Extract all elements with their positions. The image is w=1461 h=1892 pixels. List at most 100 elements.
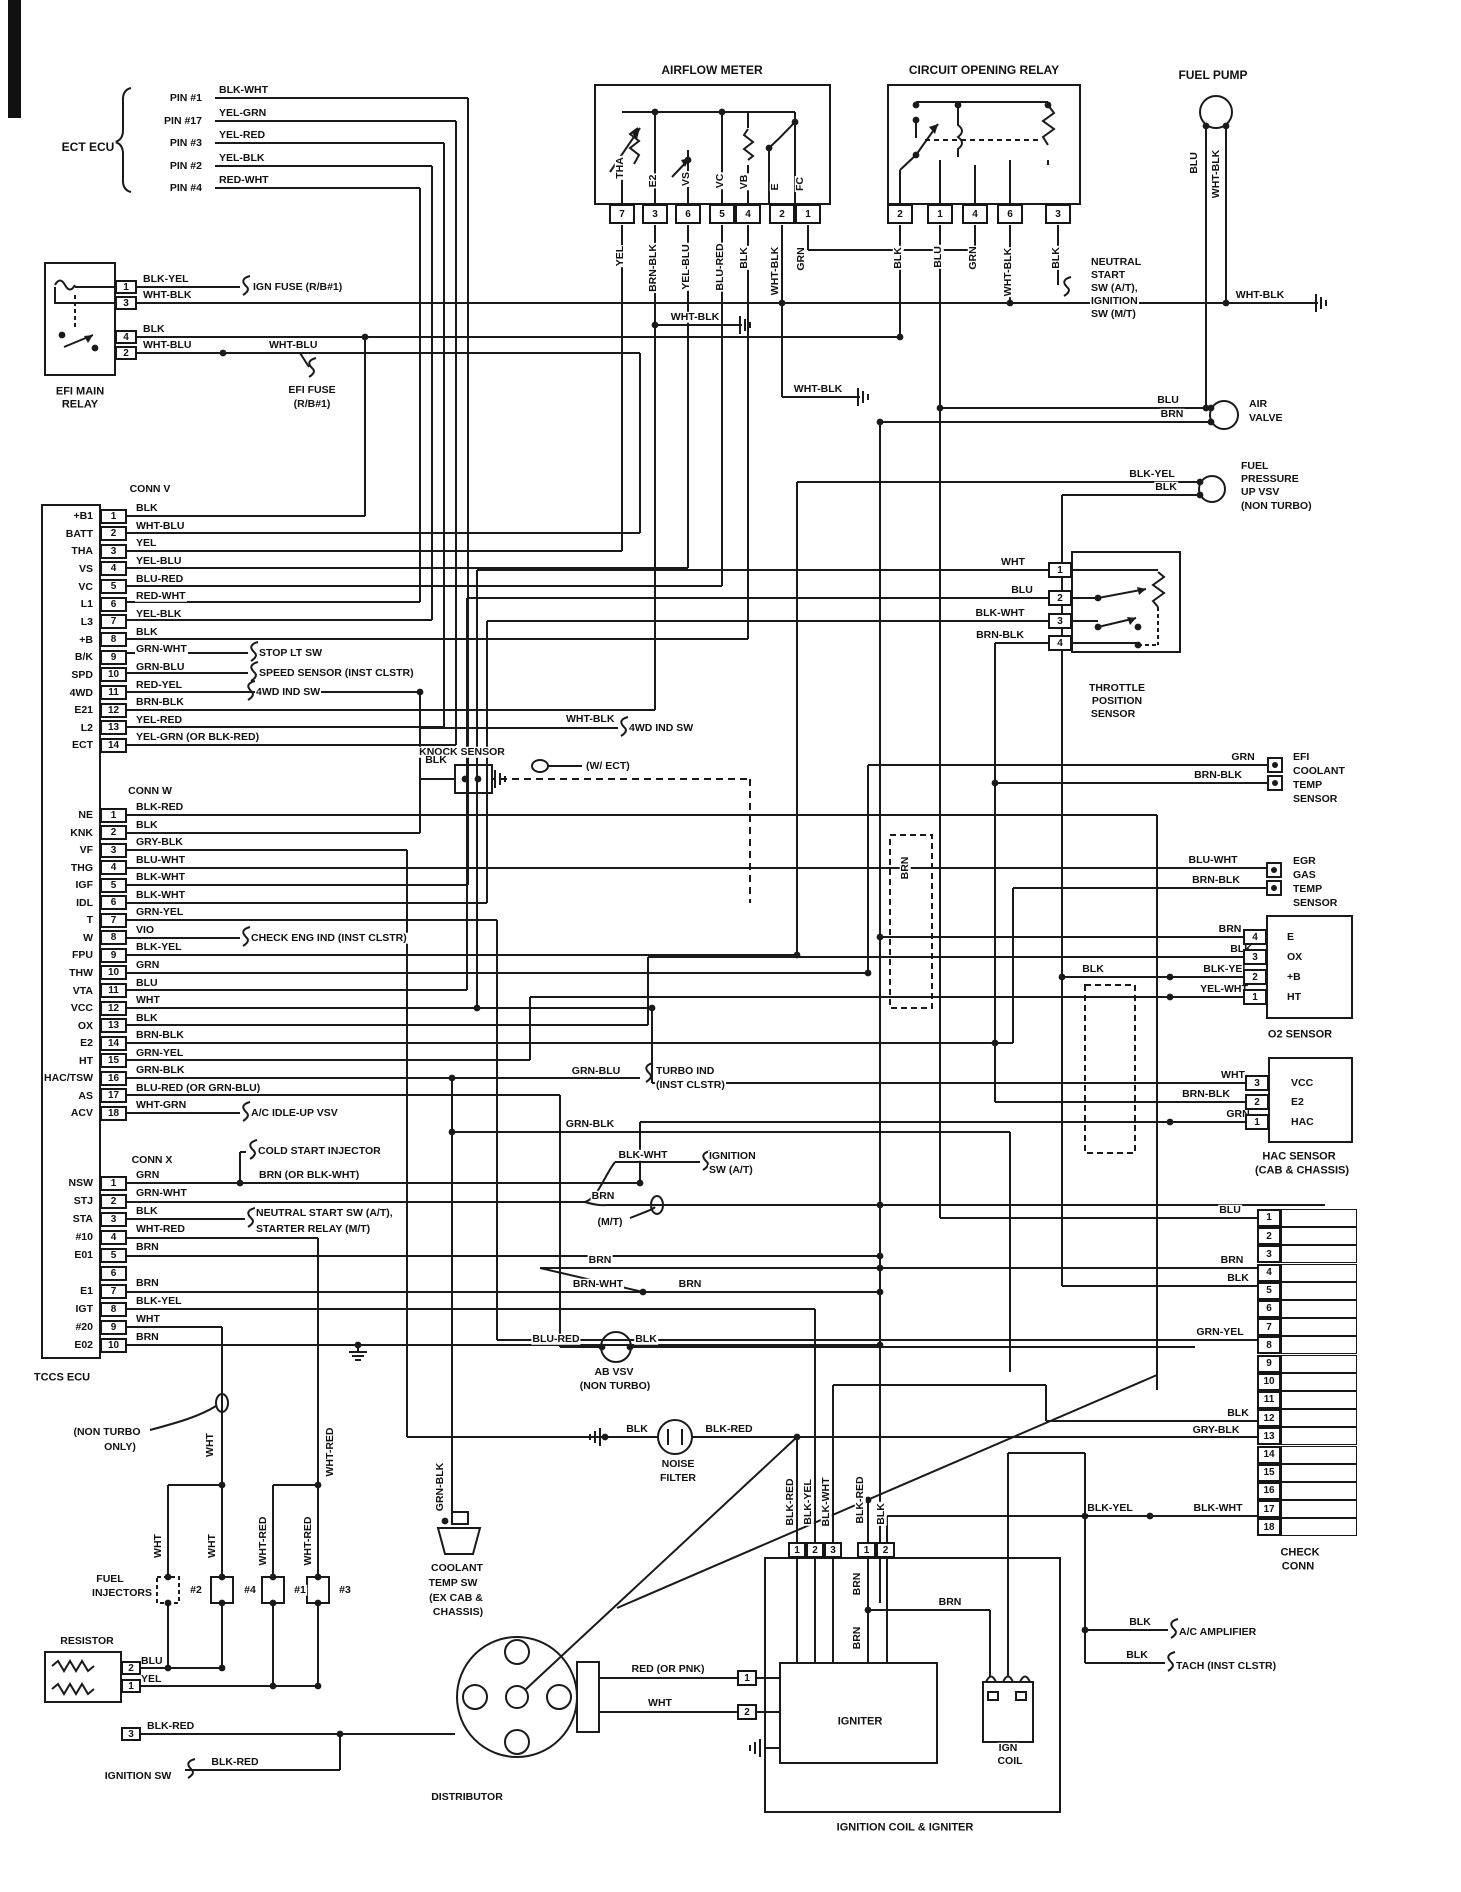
- conn_w-pin-17: 17: [100, 1088, 127, 1104]
- non-turbo2: ONLY): [103, 1440, 137, 1453]
- wht-blk-gnd2: WHT-BLK: [792, 382, 844, 395]
- conn_w-wire-13: BLK: [135, 1011, 159, 1024]
- ignition-coil-igniter-enclosure: [764, 1557, 1061, 1813]
- grn-blu-turbo: GRN-BLU: [570, 1064, 622, 1077]
- conn_w-name-7: T: [85, 914, 94, 927]
- mt-label: (M/T): [596, 1215, 624, 1228]
- enclosure-title: IGNITION COIL & IGNITER: [835, 1821, 975, 1834]
- check_conn-pin-10: 10: [1257, 1372, 1281, 1391]
- pin-pins-8-4: 4: [735, 204, 761, 224]
- stop-lt-sw: STOP LT SW: [258, 646, 324, 659]
- conn_x-wire-4: WHT-RED: [135, 1222, 186, 1235]
- cc-gry-blk: GRY-BLK: [1191, 1423, 1241, 1436]
- inj-wht-top: WHT: [203, 1432, 216, 1458]
- check_conn-cell-7: [1281, 1318, 1357, 1337]
- egr-brn-blk: BRN-BLK: [1191, 873, 1241, 886]
- conn_w-wire-3: GRY-BLK: [135, 835, 184, 848]
- conn_v-name-14: ECT: [71, 739, 94, 752]
- efict-brn-blk: BRN-BLK: [1193, 768, 1243, 781]
- hac-sensor-title2: (CAB & CHASSIS): [1253, 1164, 1351, 1177]
- ign-brn-1: BRN: [850, 1571, 863, 1597]
- neutral-start-2: START: [1090, 268, 1127, 281]
- check_conn-pin-18: 18: [1257, 1518, 1281, 1537]
- airvalve-brn: BRN: [1159, 407, 1185, 420]
- egr1: EGR: [1292, 854, 1317, 867]
- fuel-pump-symbol: [1199, 95, 1233, 129]
- conn_v-name-7: L3: [79, 615, 94, 628]
- o2-name-b: +B: [1286, 970, 1302, 983]
- conn_w-wire-14: BRN-BLK: [135, 1028, 185, 1041]
- conn_w-pin-16: 16: [100, 1070, 127, 1086]
- ignition-sw-title: IGNITION SW: [103, 1769, 173, 1782]
- conn_x-wire-1: GRN: [135, 1168, 161, 1181]
- pin-pins-11-2: 2: [887, 204, 913, 224]
- ignb-blk: BLK: [874, 1502, 887, 1526]
- conn_v-pin-1: 1: [100, 508, 127, 524]
- conn_v-name-6: L1: [79, 598, 94, 610]
- coolant-sw4: CHASSIS): [431, 1605, 485, 1618]
- igna-blk-yel: BLK-YEL: [801, 1478, 814, 1526]
- conn_v-pin-14: 14: [100, 737, 127, 753]
- pin-pins-5-3: 3: [642, 204, 668, 224]
- cor-title: CIRCUIT OPENING RELAY: [907, 63, 1061, 77]
- pin-pins-4-7: 7: [609, 204, 635, 224]
- starter-relay: STARTER RELAY (M/T): [255, 1222, 372, 1235]
- afm-pin-fc: FC: [793, 176, 806, 192]
- conn_x-name-8: IGT: [74, 1302, 94, 1315]
- pin-pins-16-1: 1: [1048, 562, 1072, 578]
- igniter-box: [779, 1662, 938, 1764]
- distributor-symbol: [456, 1636, 578, 1758]
- abvsv-blu-red: BLU-RED: [531, 1332, 581, 1345]
- hac-name-e2: E2: [1290, 1095, 1305, 1108]
- inj-num-4: #4: [243, 1583, 257, 1596]
- check_conn-pin-4: 4: [1257, 1263, 1281, 1282]
- conn_w-name-17: AS: [77, 1089, 94, 1102]
- wire-yel-grn: YEL-GRN: [218, 106, 268, 119]
- fp-vsv-title1: FUEL: [1240, 459, 1270, 472]
- conn_v-wire-4: YEL-BLU: [135, 554, 183, 567]
- brn-e1a: BRN: [587, 1253, 613, 1266]
- wire-red-wht: RED-WHT: [218, 173, 270, 186]
- check_conn-cell-18: [1281, 1518, 1357, 1537]
- conn_w-name-11: VTA: [71, 984, 94, 997]
- pin-pins-6-6: 6: [675, 204, 701, 224]
- check_conn-pin-14: 14: [1257, 1445, 1281, 1464]
- noise-filter-symbol: [657, 1419, 693, 1455]
- conn_x-name-3: STA: [71, 1212, 94, 1225]
- pin-pins-32-1: 1: [788, 1542, 806, 1558]
- cor-wire-blk1: BLK: [891, 246, 904, 270]
- conn_x-pin-3: 3: [100, 1211, 127, 1227]
- pin-1: PIN #1: [168, 91, 203, 104]
- conn_w-pin-13: 13: [100, 1018, 127, 1034]
- pin-pins-14-6: 6: [997, 204, 1023, 224]
- check_conn-cell-16: [1281, 1481, 1357, 1501]
- check_conn-cell-1: [1281, 1208, 1357, 1228]
- hac-wht: WHT: [1220, 1068, 1246, 1081]
- throttle-position-sensor-box: [1071, 551, 1181, 653]
- fp-vsv-title2: PRESSURE: [1240, 472, 1300, 485]
- pin-pins-31-2: 2: [737, 1704, 757, 1720]
- brn-wht: BRN-WHT: [571, 1277, 625, 1290]
- hac-sensor-box: [1268, 1057, 1353, 1143]
- tps-title2: POSITION: [1090, 694, 1144, 707]
- conn_w-name-4: THG: [69, 861, 94, 874]
- afm-wire-blk: BLK: [737, 246, 750, 270]
- conn_x-name-2: STJ: [72, 1194, 94, 1207]
- conn-v-title: CONN V: [128, 482, 172, 495]
- dist-red-pnk: RED (OR PNK): [630, 1662, 706, 1675]
- ignsw-blk-red: BLK-RED: [210, 1755, 260, 1768]
- o2-brn: BRN: [1217, 922, 1243, 935]
- wire-wht-blk-relay: WHT-BLK: [142, 288, 193, 301]
- egr-blu-wht: BLU-WHT: [1187, 853, 1239, 866]
- turbo-ind: TURBO IND: [655, 1064, 716, 1077]
- conn_w-name-2: KNK: [69, 826, 94, 839]
- conn_v-wire-1: BLK: [135, 501, 159, 514]
- efi-main-relay-title2: RELAY: [60, 398, 100, 411]
- efi-coolant4: SENSOR: [1292, 792, 1339, 805]
- pin-pins-23-1: 1: [1243, 989, 1267, 1005]
- knock-blk: BLK: [424, 753, 448, 766]
- conn_v-wire-12: BRN-BLK: [135, 695, 185, 708]
- conn_v-wire-14: YEL-GRN (OR BLK-RED): [135, 731, 261, 744]
- conn_x-name-1: NSW: [67, 1176, 94, 1189]
- pin-pins-22-2: 2: [1243, 969, 1267, 985]
